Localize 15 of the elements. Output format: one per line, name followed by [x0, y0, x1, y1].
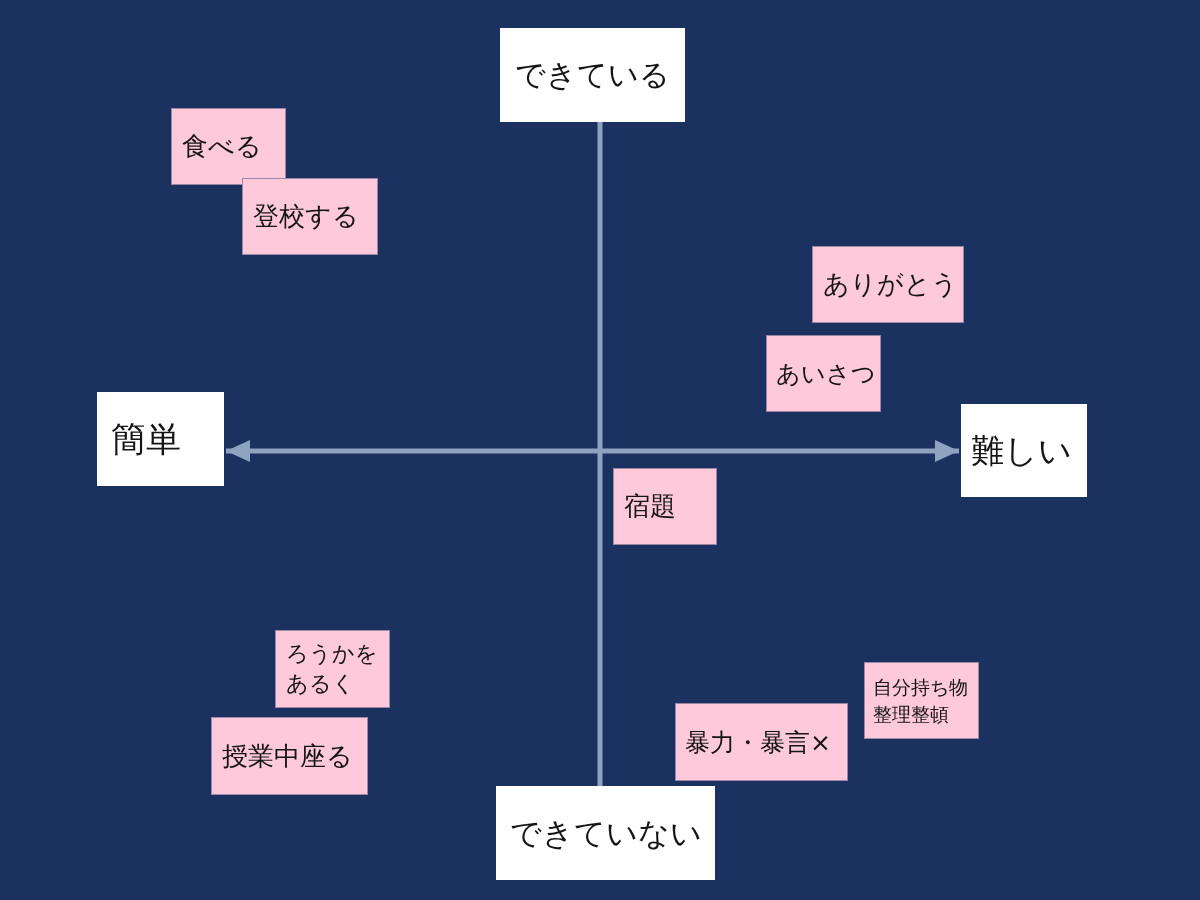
- axis-label: できていない: [496, 786, 715, 880]
- axis-label: できている: [500, 28, 685, 122]
- sticky-note: ありがとう: [812, 246, 964, 323]
- sticky-note: ろうかをあるく: [275, 630, 390, 708]
- double-headed-arrow: [226, 440, 959, 462]
- sticky-note: あいさつ: [766, 335, 881, 412]
- sticky-note: 宿題: [613, 468, 717, 545]
- connector-line: [597, 122, 603, 786]
- sticky-note: 暴力・暴言×: [675, 703, 848, 781]
- sticky-note: 授業中座る: [211, 717, 368, 795]
- sticky-note: 食べる: [171, 108, 286, 185]
- sticky-note: 自分持ち物整理整頓: [864, 662, 979, 739]
- axis-label: 難しい: [961, 404, 1087, 497]
- sticky-note: 登校する: [242, 178, 378, 255]
- axis-label: 簡単: [97, 392, 224, 486]
